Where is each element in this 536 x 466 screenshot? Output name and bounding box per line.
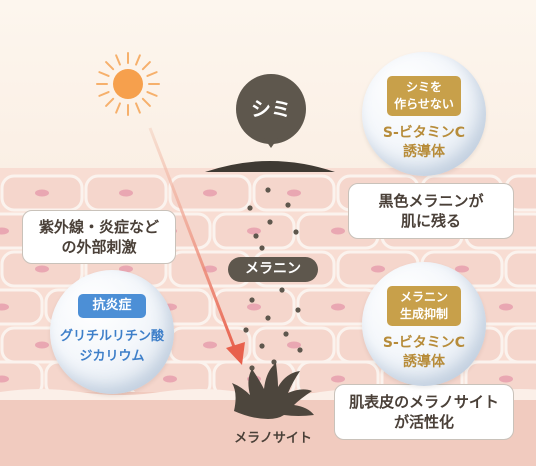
melanin-callout: 黒色メラニンが 肌に残る [348,183,514,239]
melanin-dot-icon [279,287,285,293]
bubble-left [50,270,174,394]
sun-ray [115,54,121,66]
uv-arrow [148,127,245,365]
melanin-dot-icon [271,359,277,365]
cell-nucleus [35,265,49,273]
uv-callout-line2: の外部刺激 [61,238,137,256]
bubble-mid-right-text1: S-ビタミンC [382,335,466,351]
cell-nucleus [35,341,49,349]
melanin-dot-icon [259,343,265,349]
bubble-left-badge: 抗炎症 [78,294,146,318]
sun-ray [105,61,115,71]
cell-nucleus [247,227,261,235]
melanin-dot-icon [295,307,301,313]
sun-ray [146,71,158,77]
cell-nucleus [499,375,513,383]
uv-callout-line1: 紫外線・炎症など [38,218,159,236]
melanocyte-callout-line2: が活性化 [393,413,454,431]
sun-icon [96,52,160,116]
sun-ray [115,102,121,114]
skin-cell [504,250,536,288]
melanocyte-label: メラノサイト [234,431,312,446]
melanin-dot-icon [247,205,253,211]
cell-nucleus [203,265,217,273]
cell-nucleus [119,189,133,197]
shimi-spot [205,161,335,172]
bubble-left-text1: グリチルリチン酸 [59,329,164,344]
melanin-dots [243,187,303,385]
cell-nucleus [35,189,49,197]
melanin-label: メラニン [245,261,301,277]
cell-nucleus [371,265,385,273]
melanin-dot-icon [253,233,259,239]
melanin-dot-icon [293,229,299,235]
melanin-callout-line2: 肌に残る [400,212,461,230]
bubble-mid-right-badge-line1: メラニン [399,290,448,304]
sun-ray [105,97,115,107]
melanin-dot-icon [267,219,273,225]
bubble-top-right-badge-line1: シミを [405,80,442,94]
melanin-dot-icon [285,202,291,208]
cell-nucleus [287,189,301,197]
bubble-top-right-badge-line2: 作らせない [394,97,454,111]
melanin-dot-icon [259,245,265,251]
melanin-dot-icon [249,365,255,371]
melanin-callout-line1: 黒色メラニンが [378,192,484,210]
shimi-label: シミ [251,97,291,121]
bubble-mid-right-badge: メラニン 生成抑制 [387,286,461,326]
cell-nucleus [331,375,345,383]
cell-nucleus [499,303,513,311]
sun-ray [135,102,141,114]
melanin-dot-icon [249,297,255,303]
cell-nucleus [331,227,345,235]
bubble-mid-right-badge-line2: 生成抑制 [399,307,448,321]
sun-ray [141,97,151,107]
cell-nucleus [203,189,217,197]
skin-cell [0,288,44,326]
shimi-circle [236,74,306,144]
arrow-head [226,342,245,365]
bubble-left-text2: ジカリウム [79,349,145,364]
uv-callout: 紫外線・炎症など の外部刺激 [22,210,176,264]
cell-nucleus [287,341,301,349]
melanin-dot-icon [265,187,271,193]
cell-nucleus [455,265,469,273]
bubble-top-right-text2: 誘導体 [403,144,445,160]
sun-ray [146,91,158,97]
cell-nucleus [203,341,217,349]
melanocyte-body [232,363,314,419]
melanin-dot-icon [297,347,303,353]
cell-nucleus [0,375,9,383]
sun-ray [135,54,141,66]
bubble-top-right-text1: S-ビタミンC [382,125,466,141]
melanocyte-icon [232,363,314,419]
melanin-dot-icon [265,315,271,321]
sun-ray [98,91,110,97]
bubble-top-right-badge: シミを 作らせない [387,76,461,116]
bubble-mid-right-text2: 誘導体 [403,354,445,370]
sun-ray [141,61,151,71]
cell-nucleus [0,303,9,311]
melanin-dot-icon [243,327,249,333]
melanin-dot-icon [283,331,289,337]
cell-nucleus [163,375,177,383]
melanin-pill [228,257,318,282]
shimi-circle-tail [264,138,278,148]
sun-ray [98,71,110,77]
arrow-icon [148,127,238,353]
bubble-left-badge-text: 抗炎症 [92,298,132,313]
cell-nucleus [247,303,261,311]
melanocyte-callout-line1: 肌表皮のメラノサイト [349,393,499,411]
skin-cell [504,326,536,364]
melanocyte-callout: 肌表皮のメラノサイト が活性化 [334,384,514,440]
cell-nucleus [0,227,9,235]
sun-core [113,69,143,99]
cell-nucleus [331,303,345,311]
